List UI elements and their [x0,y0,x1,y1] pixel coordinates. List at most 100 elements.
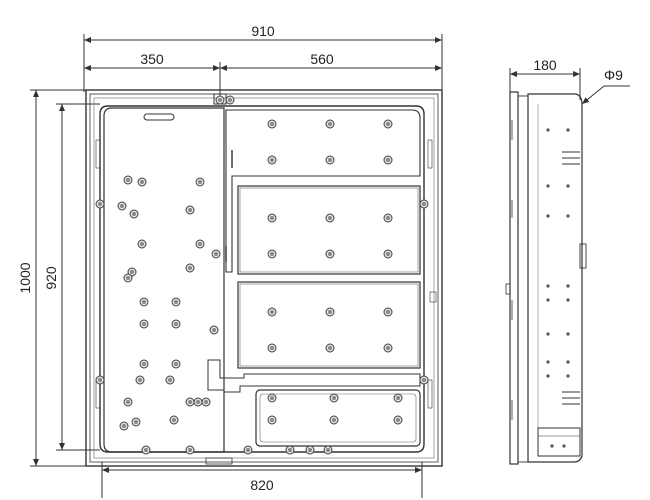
mounting-hole [123,175,133,185]
side-hole [546,128,550,132]
bottom-tab [205,457,233,465]
mounting-hole [201,397,211,407]
side-hole [566,214,570,218]
mounting-hole [285,445,295,455]
mounting-hole [325,307,335,317]
side-flange-ribs [505,120,513,420]
side-hole [550,444,554,448]
mounting-hole [185,397,195,407]
mounting-hole [225,95,235,105]
side-bottom-bracket [537,427,581,457]
side-holes [546,128,570,448]
mounting-hole [185,445,195,455]
dim-hole-diameter: Φ9 [604,67,623,83]
mounting-hole [95,199,105,209]
mounting-hole [329,415,339,425]
mounting-hole [325,249,335,259]
side-hole [546,360,550,364]
top-slot [143,113,175,121]
side-hole [546,284,550,288]
module-panel-2-inner [239,283,419,367]
mounting-hole [165,375,175,385]
side-hole [546,184,550,188]
mounting-hole [185,263,195,273]
mounting-hole [383,343,393,353]
side-tab-left-1 [95,139,101,169]
side-fins-upper [562,151,580,165]
top-hanger-tab [213,93,227,105]
module-panel-1-inner [239,187,419,273]
side-hole [546,298,550,302]
mounting-hole [139,297,149,307]
mounting-hole [267,393,277,403]
mounting-hole [325,119,335,129]
bottom-module [255,389,421,447]
side-hole [546,214,550,218]
front-view [85,89,443,467]
mounting-hole [267,415,277,425]
mounting-hole [383,307,393,317]
mounting-hole [195,177,205,187]
mounting-hole [323,445,333,455]
mounting-hole [123,397,133,407]
mounting-hole [267,307,277,317]
dim-overall-height: 1000 [17,262,33,293]
frame-flange [93,97,435,459]
dim-left-section: 350 [140,51,164,67]
mounting-hole [209,325,219,335]
side-hole [566,374,570,378]
mounting-hole [195,239,205,249]
side-flange [509,91,519,465]
mounting-hole [243,445,253,455]
mounting-hole [325,213,335,223]
top-right-compartment [225,109,421,273]
side-tab-right-1 [427,139,433,169]
side-latch [429,291,437,303]
module-panel-2 [237,281,421,369]
dim-inner-width: 820 [250,477,274,493]
mounting-hole [393,415,403,425]
mounting-hole [305,445,315,455]
mounting-hole [267,213,277,223]
mounting-hole [137,239,147,249]
mounting-hole [141,445,151,455]
mounting-hole [267,119,277,129]
side-hole [566,128,570,132]
side-fins-lower [562,391,580,405]
side-hole [566,360,570,364]
mounting-hole [123,273,133,283]
mounting-hole [267,155,277,165]
dim-depth: 180 [533,57,557,73]
mounting-hole [383,249,393,259]
mounting-holes [95,95,429,455]
side-hole [566,284,570,288]
inner-plate [99,105,425,453]
side-hole [566,332,570,336]
mounting-hole [383,213,393,223]
dim-inner-height: 920 [43,266,59,290]
mounting-hole [267,343,277,353]
mounting-hole [325,155,335,165]
mounting-hole [383,119,393,129]
side-hole [546,332,550,336]
mounting-hole [383,155,393,165]
notch-bracket [207,359,421,393]
side-hole [566,184,570,188]
mounting-hole [131,417,141,427]
mounting-hole [325,343,335,353]
mounting-hole [117,201,127,211]
mounting-hole [419,375,429,385]
mounting-hole [393,393,403,403]
mounting-hole [329,393,339,403]
side-hole [546,374,550,378]
mounting-hole [171,319,181,329]
mounting-hole [139,359,149,369]
side-hole [562,444,566,448]
mounting-hole [135,375,145,385]
outer-frame [85,89,443,467]
mounting-hole [95,375,105,385]
side-hole [566,298,570,302]
side-view [505,91,587,465]
mounting-hole [171,359,181,369]
